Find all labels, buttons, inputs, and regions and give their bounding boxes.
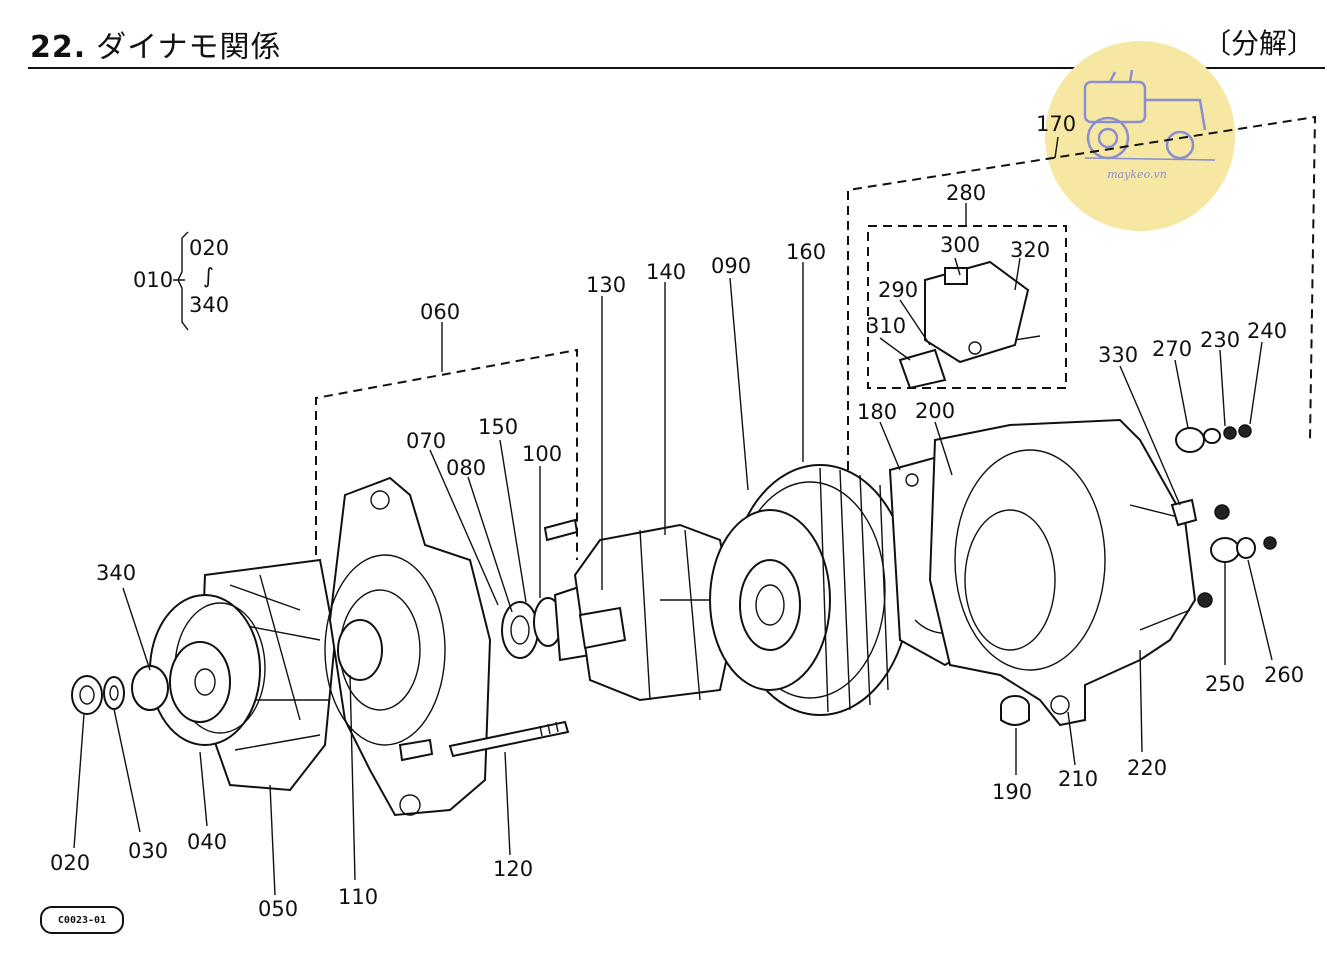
through-bolt-120 — [448, 720, 570, 758]
leader-lines — [73, 136, 1273, 896]
pulley-040 — [131, 594, 266, 746]
label-150: 150 — [478, 415, 518, 439]
brush-holder-280 — [898, 260, 1041, 390]
terminal-parts-250-260 — [1197, 504, 1277, 608]
page-title: 22. ダイナモ関係 — [30, 22, 282, 66]
front-bracket-110 — [324, 476, 492, 817]
label-300: 300 — [940, 233, 980, 257]
label-290: 290 — [878, 278, 918, 302]
bearing-070-080 — [501, 597, 563, 659]
label-050: 050 — [258, 897, 298, 921]
terminal-parts-230-270 — [1175, 424, 1252, 453]
watermark-text: maykeo.vn — [1107, 168, 1167, 181]
brush-holder-group-outline — [867, 225, 1067, 389]
label-040: 040 — [187, 830, 227, 854]
nut-020 — [71, 675, 103, 715]
watermark: maykeo.vn — [1045, 41, 1235, 231]
label-280: 280 — [946, 181, 986, 205]
title-underline — [28, 67, 1325, 69]
label-020: 020 — [50, 851, 90, 875]
range-tilde: ∫ — [203, 264, 214, 288]
label-110: 110 — [338, 885, 378, 909]
watermark-circle — [1045, 41, 1235, 231]
label-210: 210 — [1058, 767, 1098, 791]
label-090: 090 — [711, 254, 751, 278]
label-220: 220 — [1127, 756, 1167, 780]
washer-030 — [103, 676, 125, 710]
label-060: 060 — [420, 300, 460, 324]
rear-bracket-210-220 — [928, 418, 1197, 727]
label-230: 230 — [1200, 328, 1240, 352]
assembly-range: 010 020 ∫ 340 — [133, 231, 229, 331]
section-number: 22. — [30, 30, 87, 65]
label-080: 080 — [446, 456, 486, 480]
tractor-logo-icon — [1083, 69, 1216, 161]
label-130: 130 — [586, 273, 626, 297]
label-140: 140 — [646, 260, 686, 284]
label-250: 250 — [1205, 672, 1245, 696]
group-outlines — [315, 115, 1317, 560]
rotor-group-outline — [315, 348, 578, 560]
label-340-range: 340 — [189, 293, 229, 317]
stator-160 — [709, 464, 911, 716]
plate-330 — [1170, 498, 1198, 527]
label-180: 180 — [857, 400, 897, 424]
label-160: 160 — [786, 240, 826, 264]
label-330: 330 — [1098, 343, 1138, 367]
label-020-range: 020 — [189, 236, 229, 260]
label-100: 100 — [522, 442, 562, 466]
label-310: 310 — [866, 314, 906, 338]
rear-housing-group-outline — [847, 115, 1317, 470]
view-type-label: 〔分解〕 — [1202, 27, 1315, 60]
rotor-130-140 — [573, 523, 737, 702]
label-270: 270 — [1152, 337, 1192, 361]
label-190: 190 — [992, 780, 1032, 804]
label-260: 260 — [1264, 663, 1304, 687]
label-170: 170 — [1036, 112, 1076, 136]
screw-assembly — [398, 518, 579, 762]
section-title: ダイナモ関係 — [96, 30, 282, 65]
label-010: 010 — [133, 268, 173, 292]
label-320: 320 — [1010, 238, 1050, 262]
label-340: 340 — [96, 561, 136, 585]
label-030: 030 — [128, 839, 168, 863]
part-labels: 060 070 080 150 100 130 140 090 160 170 … — [50, 112, 1304, 921]
label-200: 200 — [915, 399, 955, 423]
range-brace — [173, 231, 189, 331]
insulator-190 — [1000, 695, 1030, 726]
label-240: 240 — [1247, 319, 1287, 343]
drawing-code-stamp: C0023-01 — [40, 906, 124, 934]
label-070: 070 — [406, 429, 446, 453]
label-120: 120 — [493, 857, 533, 881]
